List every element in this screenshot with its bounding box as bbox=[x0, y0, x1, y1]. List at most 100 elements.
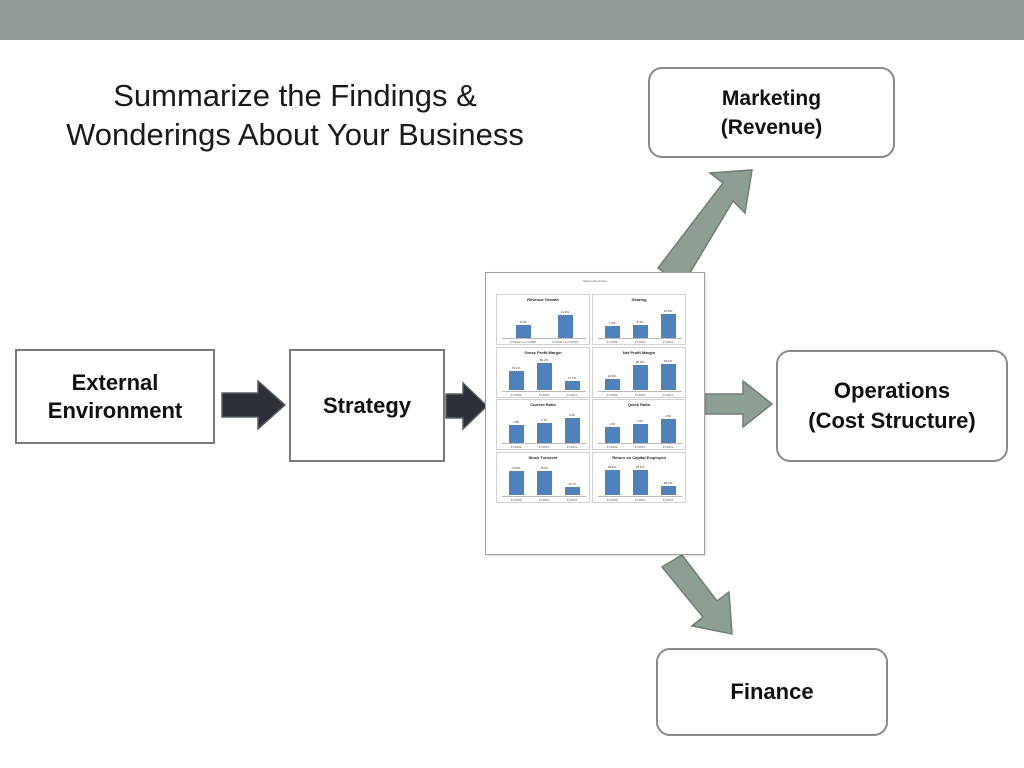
strategy-label: Strategy bbox=[322, 392, 412, 418]
external-environment-box: External Environment bbox=[15, 349, 215, 444]
ratio-bar bbox=[660, 314, 676, 338]
ratio-bar-category: FY2010 bbox=[538, 445, 550, 449]
ratio-panel-title: Current Ratio bbox=[530, 402, 556, 407]
ratio-baseline bbox=[502, 338, 586, 339]
ratio-bar-value: 5.0% bbox=[519, 319, 527, 324]
ratio-bar bbox=[515, 324, 531, 338]
arrow-external-to-strategy bbox=[221, 379, 287, 431]
arrow-to-finance bbox=[660, 554, 733, 635]
ratio-bar-value: 38.8% bbox=[607, 464, 617, 469]
ratio-bar bbox=[508, 470, 524, 496]
ratio-panel-title: Stock Turnover bbox=[528, 454, 558, 460]
ratio-bar bbox=[604, 325, 620, 338]
ratio-bar bbox=[632, 424, 648, 443]
ratio-bar-category: FY2011 bbox=[662, 392, 674, 397]
operations-line-1: Operations bbox=[833, 378, 951, 403]
ratio-baseline bbox=[502, 390, 586, 392]
ratio-panel-title: Revenue Growth bbox=[527, 297, 559, 302]
ratio-bar-value: 11.9% bbox=[560, 309, 570, 314]
ratios-document: Microsoft's Ratios Revenue Growth 5.0% FY2… bbox=[485, 272, 705, 555]
ratio-bar-category: FY2011 bbox=[566, 445, 578, 449]
marketing-line-2: (Revenue) bbox=[720, 115, 823, 139]
arrow-to-marketing bbox=[656, 169, 753, 288]
ratio-bar bbox=[604, 379, 620, 391]
ratio-bar bbox=[660, 485, 676, 496]
ratio-bar-value: 30.0% bbox=[635, 359, 645, 364]
ratio-bar bbox=[564, 380, 580, 391]
ratio-bar-value: 79.1% bbox=[511, 365, 521, 370]
ratio-baseline bbox=[502, 495, 586, 497]
ratio-panel-title: Gross Profit Margin bbox=[524, 349, 562, 355]
ratio-bar bbox=[564, 486, 580, 496]
ratio-bar-value: 45.1% bbox=[635, 464, 645, 469]
ratio-bar-value: 38.4% bbox=[663, 480, 673, 485]
ratio-baseline bbox=[598, 443, 682, 444]
ratio-bar-value: 2.60 bbox=[569, 413, 575, 418]
ratio-bar-category: FY2009 bbox=[510, 497, 522, 502]
external-line-2: Environment bbox=[47, 397, 183, 423]
operations-line-2: (Cost Structure) bbox=[808, 408, 976, 433]
ratio-panel-title: Return on Capital Employed bbox=[612, 454, 666, 460]
ratio-bar-category: FY2011 bbox=[662, 445, 674, 449]
ratio-bar-category: FY2011 bbox=[662, 340, 674, 344]
ratio-bar bbox=[660, 419, 676, 443]
ratio-baseline bbox=[598, 338, 682, 339]
ratio-bar-category: FY2009 bbox=[606, 392, 618, 397]
ratio-baseline bbox=[502, 443, 586, 444]
ratio-bar-value: 14.73 bbox=[568, 481, 576, 486]
ratio-bar bbox=[632, 364, 648, 391]
ratio-bar-value: 2.50 bbox=[665, 414, 671, 418]
ratio-bar-value: 2.13 bbox=[541, 418, 547, 423]
ratio-bar-value: 80.2% bbox=[539, 358, 549, 363]
ratio-bar-category: FY2009 bbox=[510, 392, 522, 397]
marketing-box: Marketing (Revenue) bbox=[648, 67, 895, 158]
document-title: Microsoft's Ratios bbox=[583, 279, 607, 283]
ratio-bar-category: FY2011 bbox=[566, 497, 578, 502]
ratio-panel-title: Gearing bbox=[631, 297, 647, 302]
ratio-bar-value: 77.7% bbox=[567, 375, 577, 380]
ratio-bar bbox=[632, 324, 648, 338]
ratio-bar bbox=[660, 364, 676, 391]
title-line-2: Wonderings About Your Business bbox=[66, 117, 524, 152]
ratio-panel-title: Quick Ratio bbox=[627, 402, 651, 407]
ratio-bar bbox=[564, 418, 580, 443]
ratio-bar-category: FY2010 bbox=[634, 445, 646, 449]
ratio-bar bbox=[604, 427, 620, 443]
ratio-bar-category: FY2011 vs FY2010 bbox=[552, 340, 578, 344]
ratio-baseline bbox=[598, 495, 682, 497]
strategy-box: Strategy bbox=[289, 349, 445, 462]
ratio-bar-category: FY2010 bbox=[634, 497, 646, 502]
ratio-bar bbox=[508, 425, 524, 443]
ratio-panel-title: Net Profit Margin bbox=[622, 349, 656, 355]
ratio-bar-value: 24.9% bbox=[607, 374, 617, 379]
ratio-bar-value: 1.66 bbox=[609, 422, 615, 426]
ratio-bar-value: 8.3% bbox=[636, 319, 644, 324]
ratio-panel: Gross Profit Margin 79.1% FY2009 80.2% FY201… bbox=[496, 346, 590, 398]
ratio-bar-value: 1.82 bbox=[513, 420, 519, 425]
ratio-bar-category: FY2010 bbox=[634, 340, 646, 344]
ratio-bar bbox=[536, 470, 552, 496]
ratio-bar-category: FY2009 bbox=[606, 445, 618, 449]
ratio-bar-category: FY2011 bbox=[566, 392, 578, 397]
ratio-bar-category: FY2009 bbox=[510, 445, 522, 449]
slide-title: Summarize the Findings & Wonderings Abou… bbox=[30, 76, 560, 154]
ratio-bar-category: FY2011 bbox=[662, 497, 674, 502]
ratio-bar-value: 2.02 bbox=[637, 419, 643, 424]
ratio-bar-category: FY2010 bbox=[538, 497, 550, 502]
ratio-bar bbox=[536, 363, 552, 391]
ratio-bar bbox=[536, 423, 552, 443]
ratio-bar-value: 24.98 bbox=[512, 465, 520, 470]
ratio-baseline bbox=[598, 390, 682, 392]
title-line-1: Summarize the Findings & bbox=[113, 78, 477, 113]
ratio-bar-value: 33.1% bbox=[663, 359, 673, 364]
top-bar bbox=[0, 0, 1024, 40]
ratio-bar bbox=[508, 370, 524, 391]
